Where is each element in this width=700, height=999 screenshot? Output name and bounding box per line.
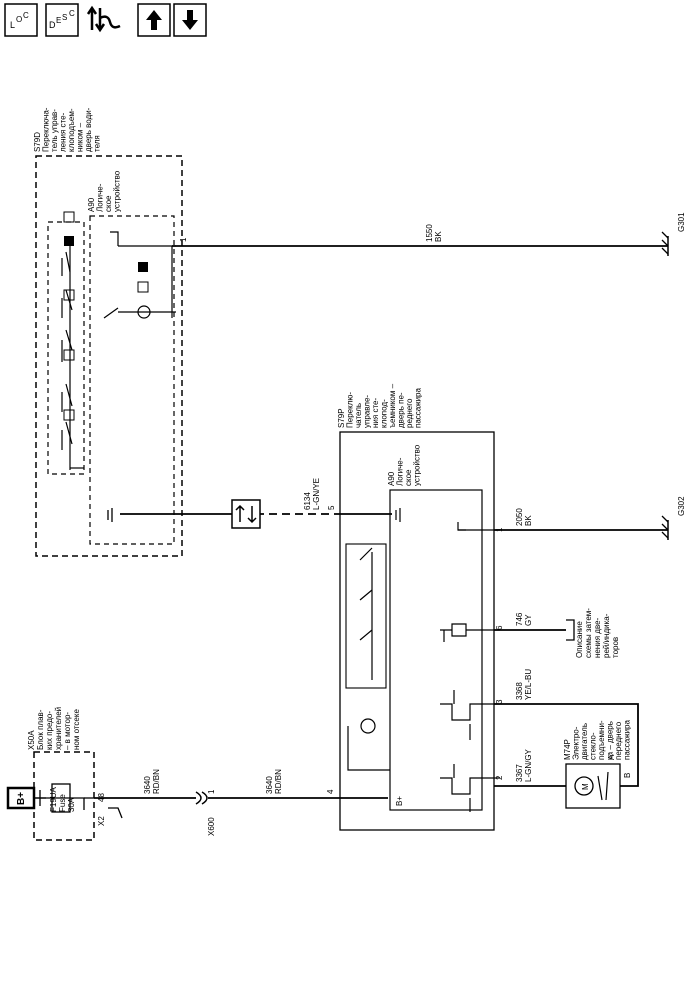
g302-label: G302 xyxy=(677,496,686,516)
s79d-pin-1-label: 1 xyxy=(179,237,188,242)
window-icon xyxy=(63,349,75,361)
wire-746-label: 746GY xyxy=(515,612,533,626)
motor-pin-b-label: B xyxy=(623,773,632,778)
ground-g301[interactable] xyxy=(661,231,669,256)
s79p-title: S79PПереклю-чательуправле-ния сте-клопод… xyxy=(337,383,423,428)
window-icon xyxy=(63,211,75,223)
svg-text:E: E xyxy=(56,16,61,25)
x600-pin-label: 1 xyxy=(207,789,216,794)
motor-pin-a-label: A xyxy=(607,754,616,760)
arrow-down-icon xyxy=(182,10,198,30)
driver-switch-contacts xyxy=(61,240,84,470)
s79p-pin-3-label: 3 xyxy=(495,699,504,704)
lin-bus-connector[interactable] xyxy=(231,499,261,529)
wire-3640-b-label: 3640RD/BN xyxy=(265,769,283,794)
s79p-pin-5-label: 5 xyxy=(327,505,336,510)
fuse-label: F19UAFuse30A xyxy=(49,786,76,812)
driver-switch-icons xyxy=(63,211,75,421)
page-down-button[interactable] xyxy=(173,3,207,37)
driver-logic-internal xyxy=(103,231,176,319)
window-icon xyxy=(63,409,75,421)
indicator-led-icon xyxy=(360,718,376,734)
power-source-bplus[interactable]: B+ xyxy=(6,786,36,810)
connector-x600[interactable] xyxy=(195,791,208,805)
s79p-pin-6-label: 6 xyxy=(495,625,504,630)
svg-text:C: C xyxy=(69,9,75,18)
ground-g302[interactable] xyxy=(661,515,669,540)
window-icon xyxy=(137,281,149,293)
page-up-button[interactable] xyxy=(137,3,171,37)
wire-746[interactable] xyxy=(494,619,575,641)
serial-data-icon xyxy=(107,508,113,522)
lock-icon xyxy=(64,236,74,246)
svg-text:O: O xyxy=(16,15,22,24)
wire-3640-a-label: 3640RD/BN xyxy=(143,769,161,794)
power-label: B+ xyxy=(16,792,27,805)
toolbar: L O C D E S C xyxy=(4,3,207,37)
g301-label: G301 xyxy=(677,212,686,232)
window-motor-m74p[interactable] xyxy=(565,763,621,809)
driver-window-switch-s79d[interactable] xyxy=(35,155,183,557)
wire-3368-label: 3368YE/L-BU xyxy=(515,669,533,700)
loc-button-label: L xyxy=(10,20,15,30)
window-icon xyxy=(63,289,75,301)
desc-button[interactable]: D E S C xyxy=(45,3,79,37)
fuse-block-x50a[interactable] xyxy=(33,751,95,841)
lin-bus-icon xyxy=(235,504,257,524)
s79p-logic-label: A90Логиче-скоеустройство xyxy=(387,444,422,486)
s79p-bplus-label: B+ xyxy=(395,796,404,806)
s79p-pin-4-label: 4 xyxy=(326,789,335,794)
signal-flow-button[interactable] xyxy=(86,5,121,33)
wire-2050-label: 2050BK xyxy=(515,508,533,526)
s79p-pin-2-label: 2 xyxy=(495,775,504,780)
connector-x2-label: X2 xyxy=(97,816,106,826)
loc-button[interactable]: L O C xyxy=(4,3,38,37)
svg-text:C: C xyxy=(23,11,29,20)
s79d-title: S79DПереключа-тель управ-ления сте-клопо… xyxy=(33,107,102,152)
wire-3368[interactable] xyxy=(494,703,639,787)
lighting-description-link[interactable]: Описаниесхемы затем-нения две-рей/индика… xyxy=(575,608,620,658)
x600-label: X600 xyxy=(207,817,216,836)
svg-text:S: S xyxy=(62,13,67,22)
wire-3367-label: 3367L-GN/GY xyxy=(515,748,533,782)
svg-text:D: D xyxy=(49,20,56,30)
lock-icon xyxy=(138,262,148,272)
passenger-internal xyxy=(347,508,500,812)
arrow-up-icon xyxy=(146,10,162,30)
fuse-block-title: X50AБлок плав-ких предо-хранителей– в мо… xyxy=(27,707,81,750)
motor-symbol-label: M xyxy=(581,783,590,790)
motor-title: M74PЭлектро-двигательстекло-подъемни-ка … xyxy=(563,720,632,761)
wire-1550-label: 1550BK xyxy=(425,224,443,242)
passenger-window-switch-s79p[interactable] xyxy=(339,431,495,831)
signal-flow-icon xyxy=(86,5,121,33)
motor-icon xyxy=(574,776,594,796)
s79d-logic-label: A90Логиче-скоеустройство xyxy=(87,170,122,212)
wire-6134-label: 6134L-GN/YE xyxy=(303,478,321,510)
